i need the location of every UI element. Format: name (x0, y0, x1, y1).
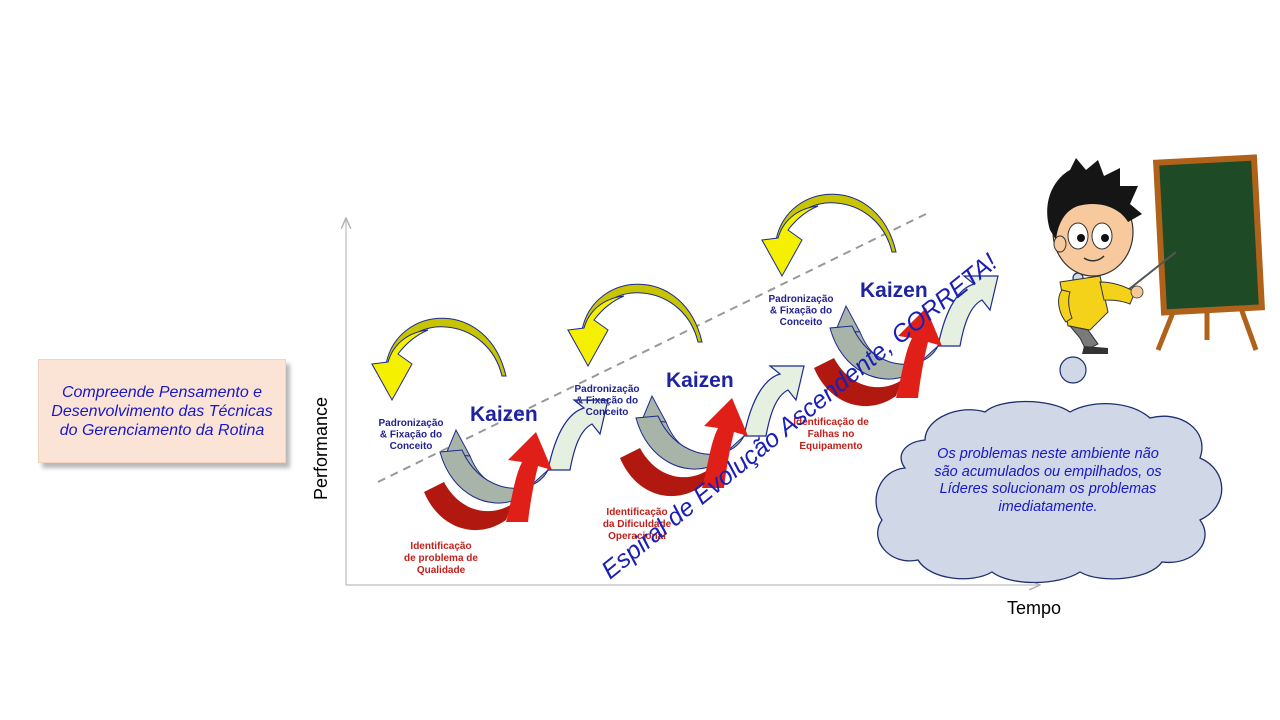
standardize-line: & Fixação do (770, 306, 832, 317)
standardize-line: & Fixação do (380, 430, 442, 441)
problem-line: Equipamento (799, 441, 862, 452)
concept-box: Compreende Pensamento e Desenvolvimento … (38, 359, 286, 463)
problem-line: Falhas no (808, 429, 855, 440)
problem-line: Identificação de (793, 417, 869, 428)
standardize-line: Padronização (768, 294, 833, 305)
red-arrow (506, 432, 552, 522)
yellow-arrow-head (761, 205, 819, 278)
rising-arrow (937, 275, 999, 347)
trend-line (377, 211, 931, 483)
thought-cloud (875, 272, 1223, 584)
red-arrow (702, 398, 748, 488)
standardize-line: Conceito (780, 317, 823, 328)
thought-bubble-large (1059, 356, 1087, 384)
kaizen-label: Kaizen (470, 403, 538, 426)
problem-line: Identificação (410, 541, 471, 552)
x-axis-label: Tempo (1007, 598, 1061, 618)
problem-line: Identificação (606, 507, 667, 518)
standardize-line: Padronização (378, 418, 443, 429)
concept-box-text: Compreende Pensamento e Desenvolvimento … (51, 383, 273, 439)
yellow-arrow-head (567, 295, 625, 368)
cloud-shape (875, 400, 1223, 584)
problem-line: de problema de (404, 553, 478, 564)
teacher-illustration (1047, 154, 1266, 354)
red-base-curve (424, 482, 512, 531)
standardize-line: Conceito (586, 407, 629, 418)
red-base-curve (620, 448, 708, 497)
rising-arrow (547, 399, 609, 471)
problem-line: Operacional (608, 531, 666, 542)
red-arrow (896, 308, 942, 398)
standardize-line: Padronização (574, 384, 639, 395)
standardize-line: & Fixação do (576, 396, 638, 407)
yellow-arrow-head (371, 329, 429, 402)
cloud-text: Os problemas neste ambiente não são acum… (934, 446, 1162, 515)
kaizen-label: Kaizen (860, 279, 928, 302)
problem-line: da Dificuldade (603, 519, 672, 530)
chalkboard (1152, 154, 1266, 316)
standardize-line: Conceito (390, 441, 433, 452)
problem-line: Qualidade (417, 565, 466, 576)
red-base-curve (814, 358, 902, 407)
y-axis-label: Performance (311, 397, 331, 500)
kaizen-label: Kaizen (666, 369, 734, 392)
rising-arrow (743, 365, 805, 437)
